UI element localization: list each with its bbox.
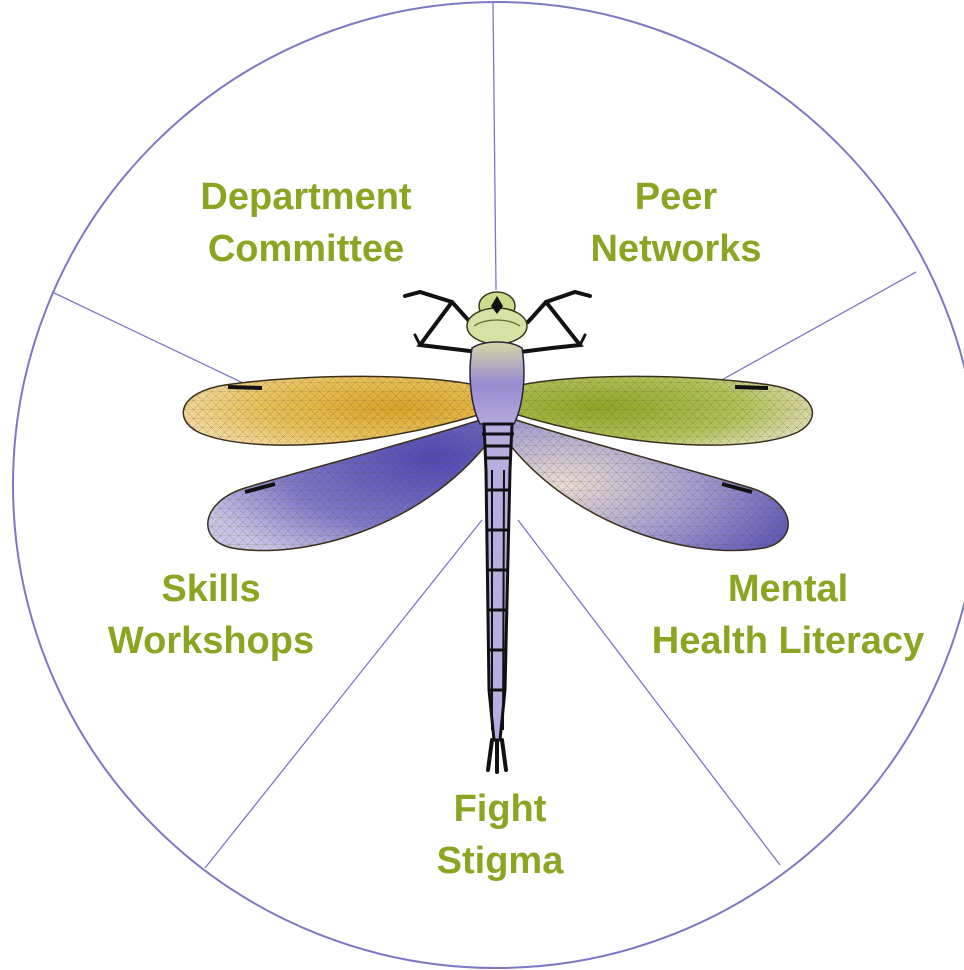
divider-upper-right [700, 272, 916, 392]
dragonfly-head [467, 292, 527, 344]
divider-upper-left [52, 292, 262, 392]
label-line: Mental [628, 563, 948, 615]
label-line: Networks [556, 223, 796, 275]
divider-top [493, 2, 496, 290]
label-skills-workshops: Skills Workshops [96, 563, 326, 667]
label-line: Peer [556, 171, 796, 223]
label-line: Fight [390, 783, 610, 835]
label-line: Skills [96, 563, 326, 615]
label-line: Department [146, 171, 466, 223]
dragonfly-thorax [470, 342, 524, 424]
label-line: Stigma [390, 835, 610, 887]
label-mental-health-literacy: Mental Health Literacy [628, 563, 948, 667]
label-department-committee: Department Committee [146, 171, 466, 275]
label-line: Workshops [96, 615, 326, 667]
dragonfly-illustration [183, 292, 812, 772]
label-peer-networks: Peer Networks [556, 171, 796, 275]
dragonfly-abdomen [482, 424, 514, 772]
label-line: Health Literacy [628, 615, 948, 667]
label-fight-stigma: Fight Stigma [390, 783, 610, 887]
label-line: Committee [146, 223, 466, 275]
